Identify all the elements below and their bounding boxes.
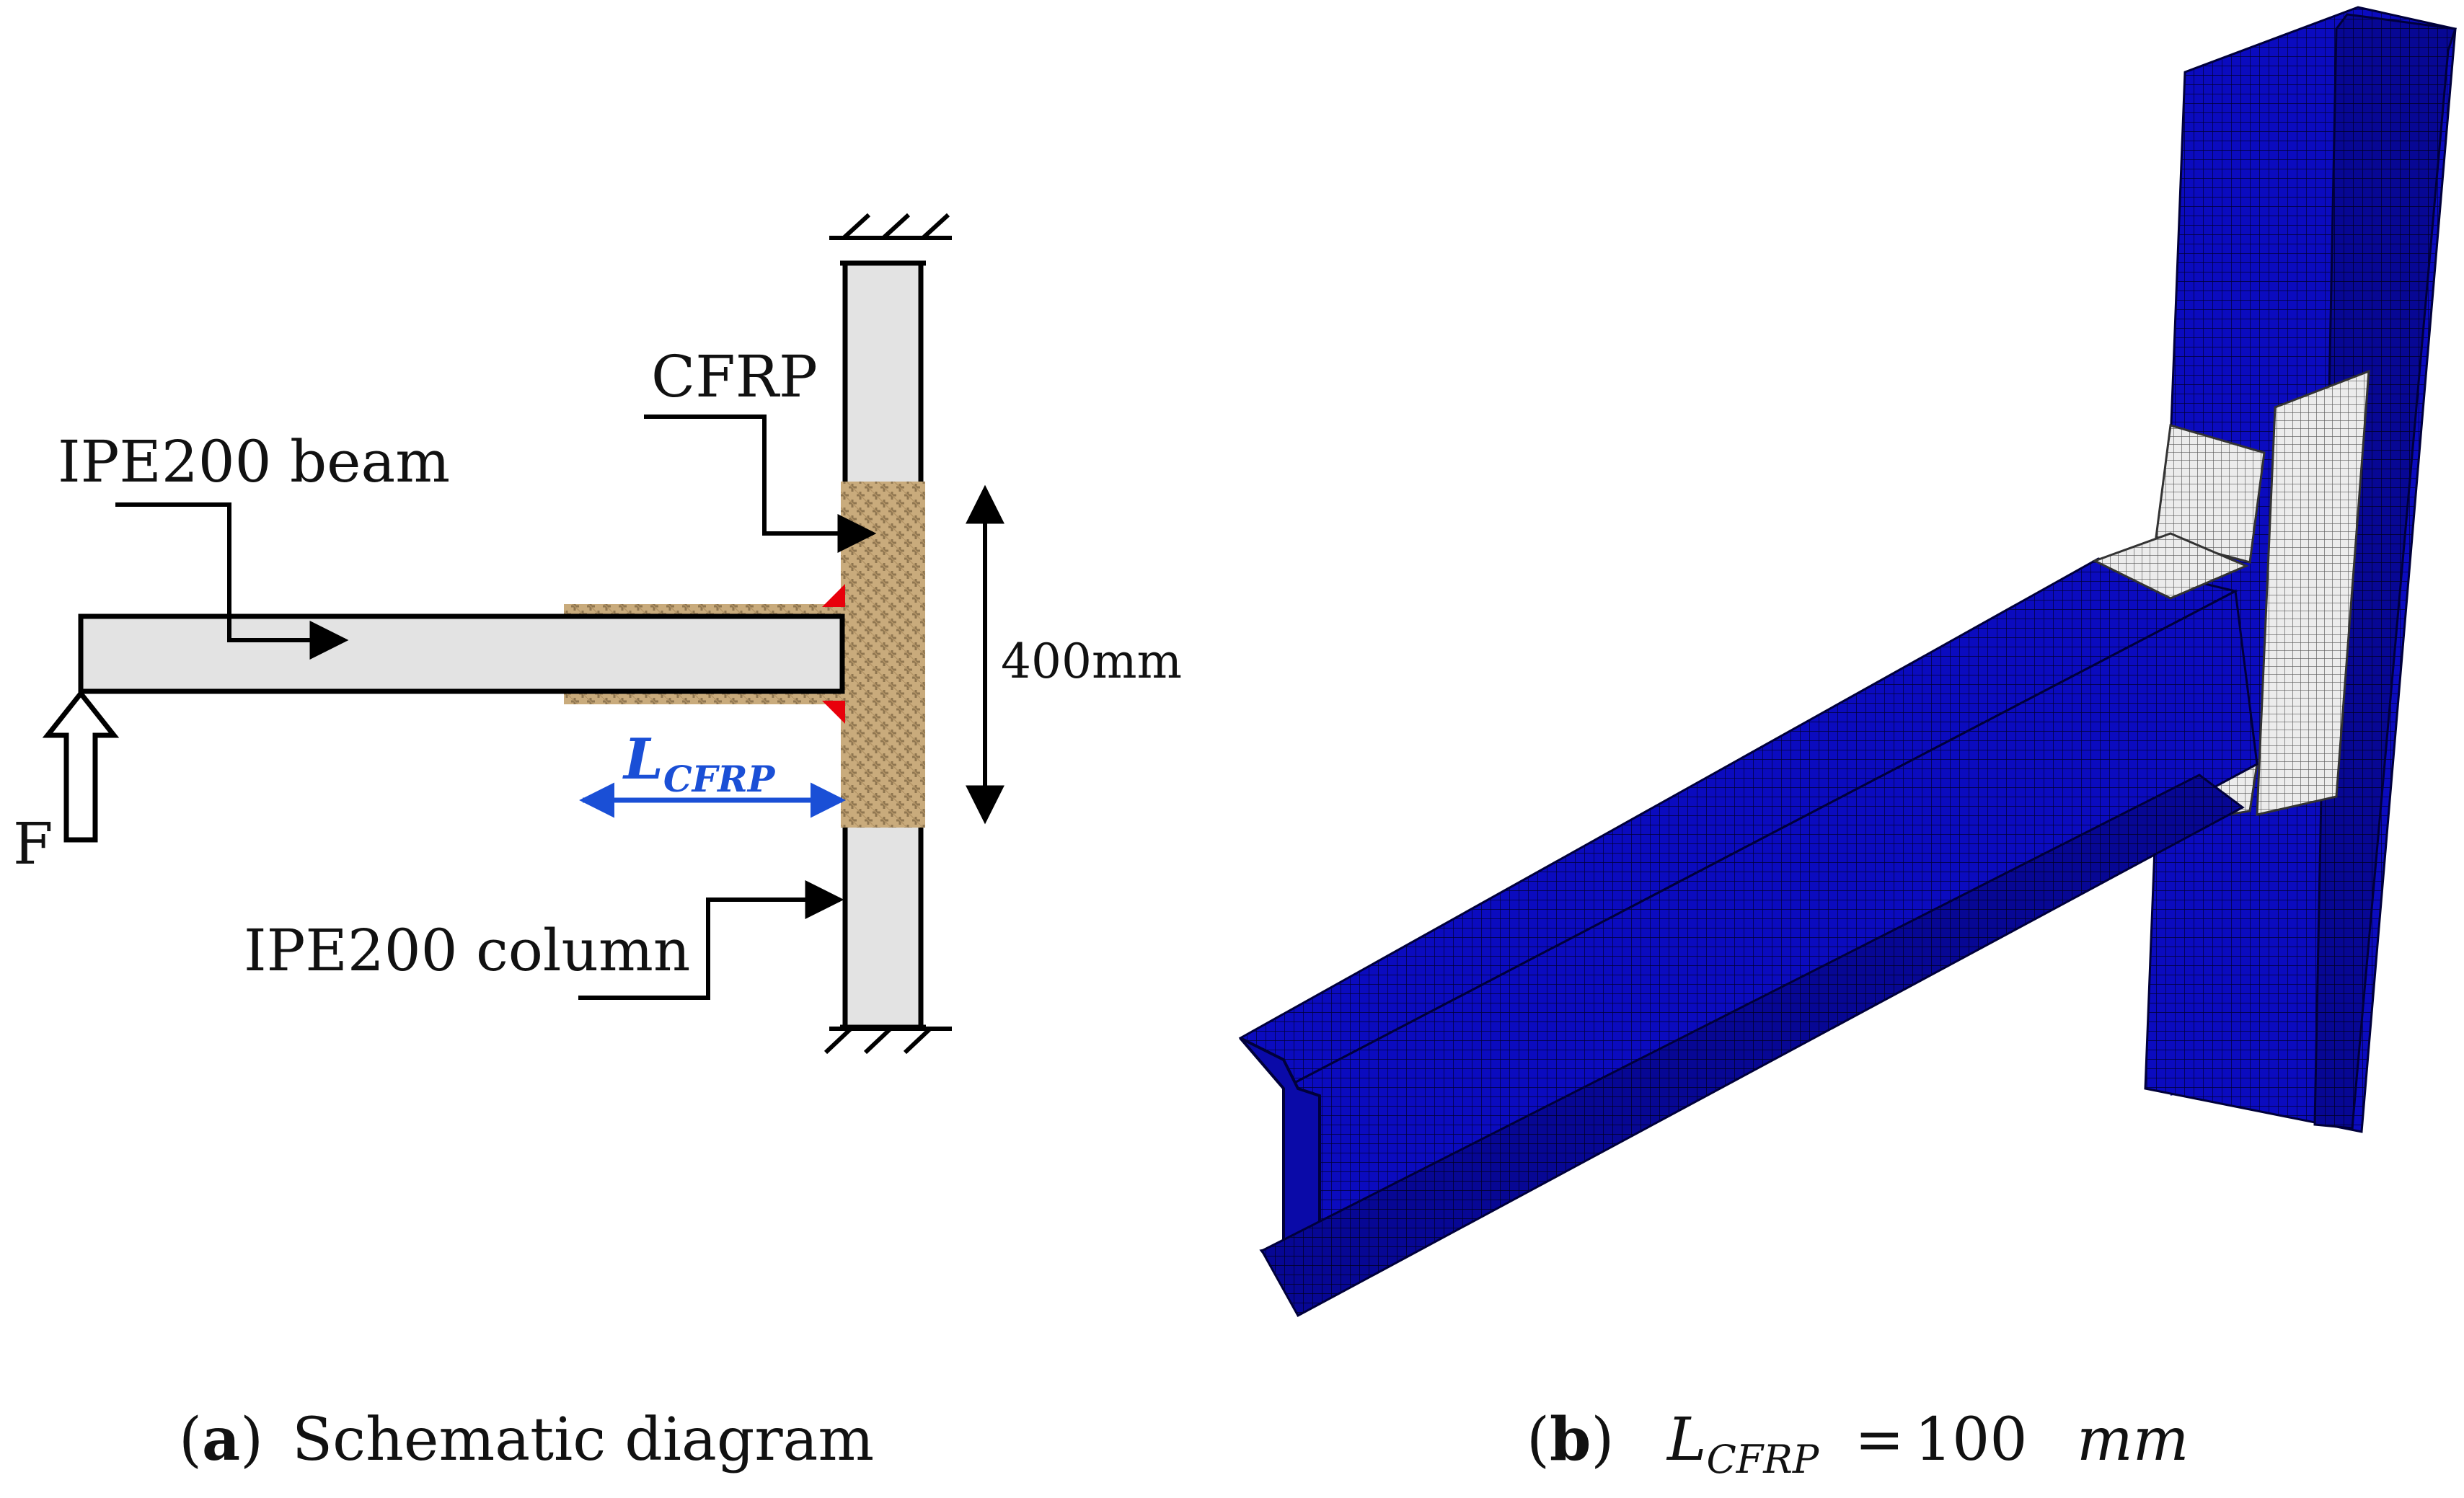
beam (78, 613, 845, 694)
fe-column-front-flange (2313, 13, 2457, 1130)
schematic-diagram: F IPE200 beam CFRP IPE200 column 400mm L… (13, 213, 1182, 1055)
column-top-support (829, 213, 952, 240)
svg-text:(a): (a) (179, 1405, 263, 1474)
fe-beam-bottom-flange (1260, 774, 2245, 1318)
caption-b-unit: mm (2077, 1406, 2189, 1474)
svg-text:(b): (b) (1527, 1405, 1614, 1474)
caption-a: (a) Schematic diagram (179, 1405, 874, 1474)
caption-b-math-sub: CFRP (1706, 1437, 1819, 1482)
cfrp-leader (644, 415, 877, 553)
caption-a-label: a (202, 1405, 240, 1474)
weld-bottom (822, 701, 845, 724)
column-bottom-support (823, 1027, 952, 1055)
caption-b-math-main: L (1666, 1406, 1706, 1474)
caption-a-text: Schematic diagram (292, 1406, 874, 1474)
column-label: IPE200 column (244, 917, 690, 984)
caption-b-label: b (1550, 1405, 1591, 1474)
dimension-label: 400mm (1001, 634, 1182, 689)
caption-b-equals: = (1855, 1406, 1904, 1474)
fe-cfrp-column-mesh-inner (2155, 424, 2266, 564)
beam-label: IPE200 beam (58, 428, 450, 495)
column-leader (578, 880, 844, 1000)
fe-cfrp-beam-mesh (2092, 532, 2249, 600)
fe-cfrp-column-mesh (2256, 369, 2370, 816)
force-label: F (13, 810, 53, 877)
lcfrp-label: LCFRP (622, 727, 776, 800)
cfrp-label: CFRP (651, 343, 818, 410)
fe-model (1238, 6, 2457, 1318)
svg-text:LCFRP: LCFRP (1666, 1406, 1820, 1482)
caption-b: (b) LCFRP = 100 mm (1527, 1405, 2189, 1482)
weld-top (822, 584, 845, 607)
force-arrow (42, 689, 120, 843)
caption-b-value: 100 (1915, 1406, 2028, 1474)
beam-leader (115, 502, 349, 660)
